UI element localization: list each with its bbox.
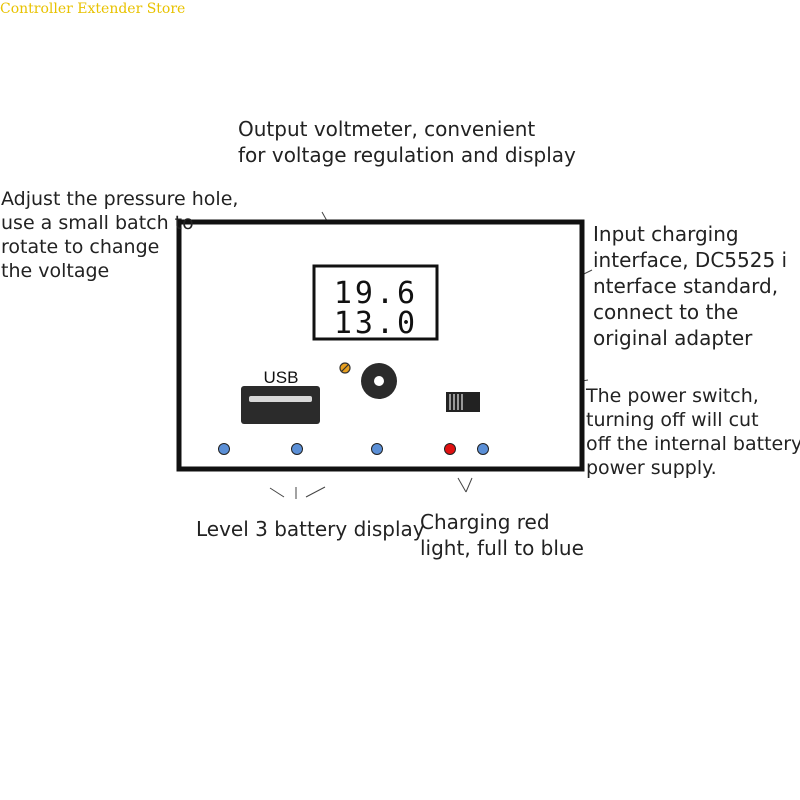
pressure-hole-callout-line: the voltage: [1, 260, 110, 282]
battery-led-2: [291, 443, 303, 455]
battery-display-callout: Level 3 battery display: [196, 516, 425, 542]
display-reading-bottom: 13.0: [334, 306, 418, 341]
leader-battery-3: [305, 486, 326, 498]
pressure-hole-callout: Adjust the pressure hole, use a small ba…: [1, 187, 238, 283]
leader-battery-1: [269, 487, 285, 498]
input-charging-callout-line: nterface standard,: [593, 274, 779, 298]
input-charging-callout-line: interface, DC5525 i: [593, 248, 788, 272]
usb-port: [241, 386, 320, 424]
battery-led-3: [371, 443, 383, 455]
power-switch: [446, 392, 480, 412]
charging-led-red: [444, 443, 456, 455]
pressure-hole-callout-line: rotate to change: [1, 236, 160, 258]
charging-light-callout: Charging red light, full to blue: [420, 509, 584, 561]
charging-led-blue: [477, 443, 489, 455]
pressure-hole-callout-line: use a small batch to: [1, 212, 194, 234]
input-charging-callout-line: original adapter: [593, 326, 753, 350]
voltmeter-callout-line: for voltage regulation and display: [238, 143, 576, 167]
power-switch-callout-line: turning off will cut: [586, 409, 759, 431]
display-reading-top: 19.6: [334, 276, 418, 311]
store-watermark: Controller Extender Store: [0, 1, 186, 17]
battery-display-callout-line: Level 3 battery display: [196, 517, 425, 541]
pressure-hole-callout-line: Adjust the pressure hole,: [1, 188, 239, 210]
usb-label: USB: [264, 368, 299, 387]
voltmeter-callout: Output voltmeter, convenient for voltage…: [238, 116, 576, 168]
power-switch-callout-line: off the internal battery: [586, 433, 800, 455]
power-switch-callout: The power switch, turning off will cut o…: [586, 384, 800, 480]
charging-light-callout-line: Charging red: [420, 510, 550, 534]
power-switch-callout-line: The power switch,: [586, 385, 759, 407]
power-switch-callout-line: power supply.: [586, 457, 717, 479]
device-case: [176, 219, 585, 472]
input-charging-callout: Input charging interface, DC5525 i nterf…: [593, 221, 787, 351]
input-charging-callout-line: connect to the: [593, 300, 739, 324]
leader-charge-1: [457, 477, 467, 493]
battery-led-1: [218, 443, 230, 455]
charging-light-callout-line: light, full to blue: [420, 536, 584, 560]
input-charging-callout-line: Input charging: [593, 222, 739, 246]
leader-charge-2: [465, 477, 473, 493]
voltmeter-display: [312, 264, 439, 341]
voltmeter-callout-line: Output voltmeter, convenient: [238, 117, 536, 141]
